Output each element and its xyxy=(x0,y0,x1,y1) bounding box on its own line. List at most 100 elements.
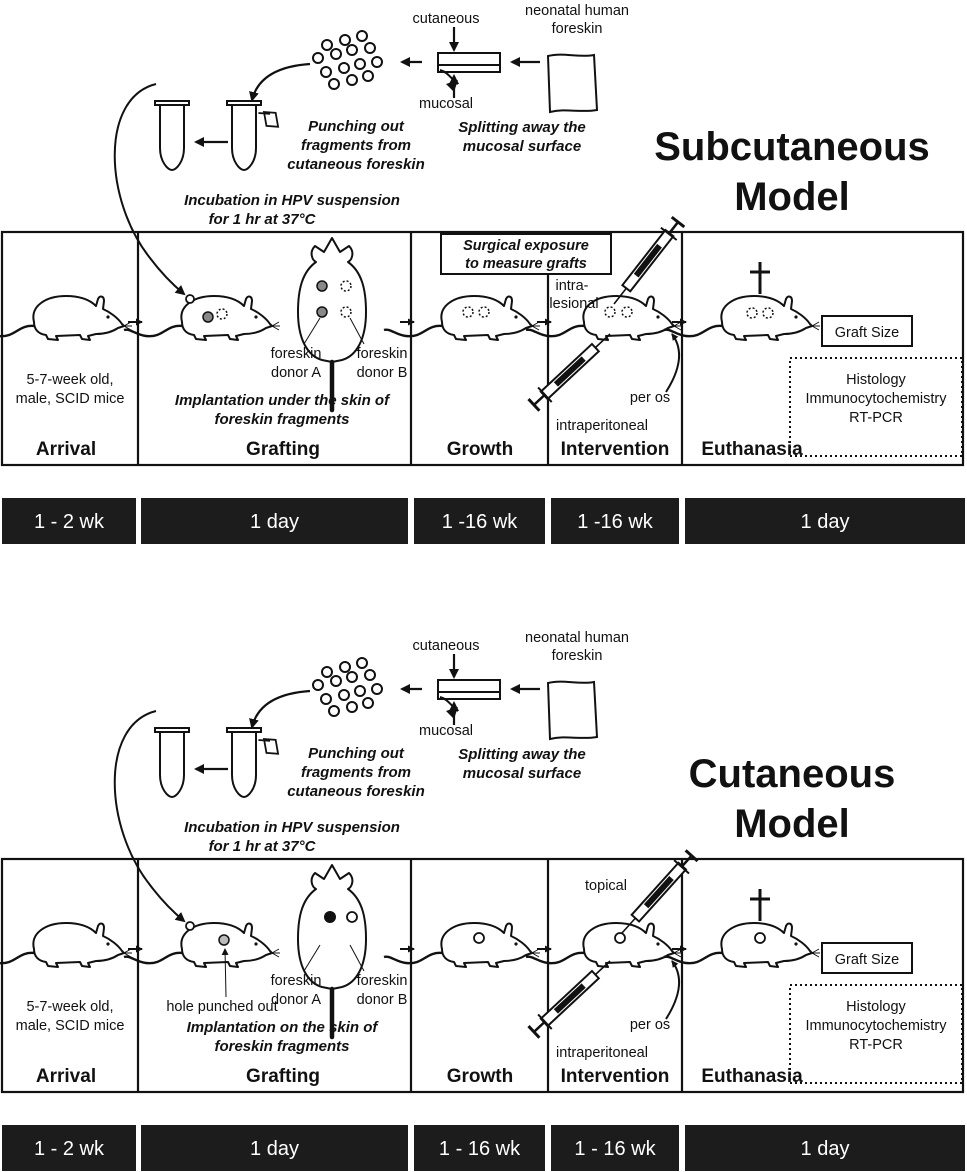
arrival-mouse-icon xyxy=(0,921,134,969)
punch-caption-line3: cutaneous foreskin xyxy=(287,783,425,800)
intervention-mouse-icon xyxy=(524,921,684,969)
foreskin-fragment-13 xyxy=(362,697,374,709)
foreskin-fragment-9 xyxy=(354,58,366,70)
punch-caption-line1: Punching out xyxy=(308,745,405,762)
foreskin-fragment-3 xyxy=(312,52,324,64)
intervention-graft xyxy=(614,932,626,944)
graft-a1 xyxy=(316,280,328,292)
route-intraperitoneal-label: intraperitoneal xyxy=(556,1045,648,1061)
arrow-fragments-to-tube xyxy=(249,689,311,729)
arrival-mice-line1: 5-7-week old, xyxy=(26,372,113,388)
foreskin-square-icon xyxy=(546,680,599,741)
incubation-tube-right xyxy=(226,727,262,798)
topical-syringe-icon xyxy=(613,847,701,942)
foreskin-fragment-7 xyxy=(320,693,332,705)
mucosal-label: mucosal xyxy=(419,723,473,739)
duration-label-4: 1 day xyxy=(801,1138,850,1160)
scalpel-tip-icon xyxy=(446,80,458,92)
foreskin-fragment-4 xyxy=(330,675,342,687)
duration-label-0: 1 - 2 wk xyxy=(34,1138,105,1160)
foreskin-fragment-9 xyxy=(354,685,366,697)
foreskin-fragment-13 xyxy=(362,70,374,82)
assays-box xyxy=(789,984,963,1084)
stage-label-growth: Growth xyxy=(447,1066,514,1087)
graft-donor-a-dot xyxy=(324,911,336,923)
foreskin-fragment-6 xyxy=(364,42,376,54)
route-intraperitoneal-label: intraperitoneal xyxy=(556,418,648,434)
growth-graft-b xyxy=(478,306,490,318)
incubation-tube-right xyxy=(226,100,262,171)
incubation-caption-line1: Incubation in HPV suspension xyxy=(184,192,400,209)
donor-a-line1: foreskin xyxy=(271,346,322,362)
per-os-arrow xyxy=(665,333,681,393)
donor-b-line1: foreskin xyxy=(357,973,408,989)
growth-mouse-icon xyxy=(382,921,542,969)
assay-immunocytochemistry: Immunocytochemistry xyxy=(805,391,947,407)
foreskin-fragment-12 xyxy=(346,74,358,86)
foreskin-fragment-1 xyxy=(339,34,351,46)
assays-box xyxy=(789,357,963,457)
model-title-line1: Subcutaneous xyxy=(654,125,930,169)
foreskin-square-icon xyxy=(546,53,599,114)
split-caption-line2: mucosal surface xyxy=(463,765,581,782)
foreskin-fragment-12 xyxy=(346,701,358,713)
implantation-caption-line2: foreskin fragments xyxy=(214,1038,349,1055)
graft-site-a xyxy=(202,311,214,323)
stage-label-growth: Growth xyxy=(447,439,514,460)
donor-a-line2: donor A xyxy=(271,992,321,1008)
route-topical-label: topical xyxy=(585,878,627,894)
growth-graft-a xyxy=(462,306,474,318)
foreskin-fragment-10 xyxy=(371,683,383,695)
donor-b-line2: donor B xyxy=(357,992,408,1008)
duration-segment-0 xyxy=(2,1125,136,1171)
incubation-caption-line2: for 1 hr at 37°C xyxy=(209,211,317,228)
foreskin-fragment-8 xyxy=(338,689,350,701)
graft-a2 xyxy=(316,306,328,318)
foreskin-label-line2: foreskin xyxy=(552,648,603,664)
stage-frame xyxy=(0,857,965,1094)
model-title-line2: Model xyxy=(734,802,850,846)
punch-caption-line3: cutaneous foreskin xyxy=(287,156,425,173)
foreskin-fragment-7 xyxy=(320,66,332,78)
foreskin-fragment-5 xyxy=(346,44,358,56)
hole-pointer xyxy=(221,948,229,998)
intervention-graft-a xyxy=(604,306,616,318)
punch-tool-icon xyxy=(254,730,285,760)
cutaneous-layer xyxy=(437,52,501,66)
growth-mouse-icon xyxy=(382,294,542,342)
arrival-mice-line2: male, SCID mice xyxy=(16,391,125,407)
graft-size-box xyxy=(821,315,913,347)
donor-b-line1: foreskin xyxy=(357,346,408,362)
duration-segment-1 xyxy=(141,1125,408,1171)
grafting-mouse-top-icon xyxy=(298,865,366,1037)
fragment-being-implanted xyxy=(185,921,195,931)
route-intralesional-line2: lesional xyxy=(549,296,598,312)
incubation-tube-left xyxy=(154,727,190,798)
stage-label-arrival: Arrival xyxy=(36,439,96,460)
graft-b2 xyxy=(340,306,352,318)
euthanasia-graft-a xyxy=(746,307,758,319)
foreskin-fragment-5 xyxy=(346,671,358,683)
foreskin-fragment-10 xyxy=(371,56,383,68)
euthanasia-graft xyxy=(754,932,766,944)
euthanasia-graft-b xyxy=(762,307,774,319)
foreskin-fragment-8 xyxy=(338,62,350,74)
duration-label-3: 1 -16 wk xyxy=(577,511,654,533)
implantation-caption-line1: Implantation on the skin of xyxy=(187,1019,380,1036)
intraperitoneal-syringe-icon xyxy=(525,325,619,414)
duration-label-3: 1 - 16 wk xyxy=(574,1138,656,1160)
foreskin-label-line2: foreskin xyxy=(552,21,603,37)
duration-label-1: 1 day xyxy=(250,511,299,533)
surgical-exposure-box xyxy=(440,233,612,275)
intervention-graft-b xyxy=(621,306,633,318)
foreskin-fragment-11 xyxy=(328,78,340,90)
duration-segment-4 xyxy=(685,1125,965,1171)
implantation-caption-line1: Implantation under the skin of xyxy=(175,392,391,409)
arrival-mice-line1: 5-7-week old, xyxy=(26,999,113,1015)
grafting-mouse-top-icon xyxy=(298,238,366,410)
duration-segment-0 xyxy=(2,498,136,544)
donor-a-pointer xyxy=(303,317,321,345)
